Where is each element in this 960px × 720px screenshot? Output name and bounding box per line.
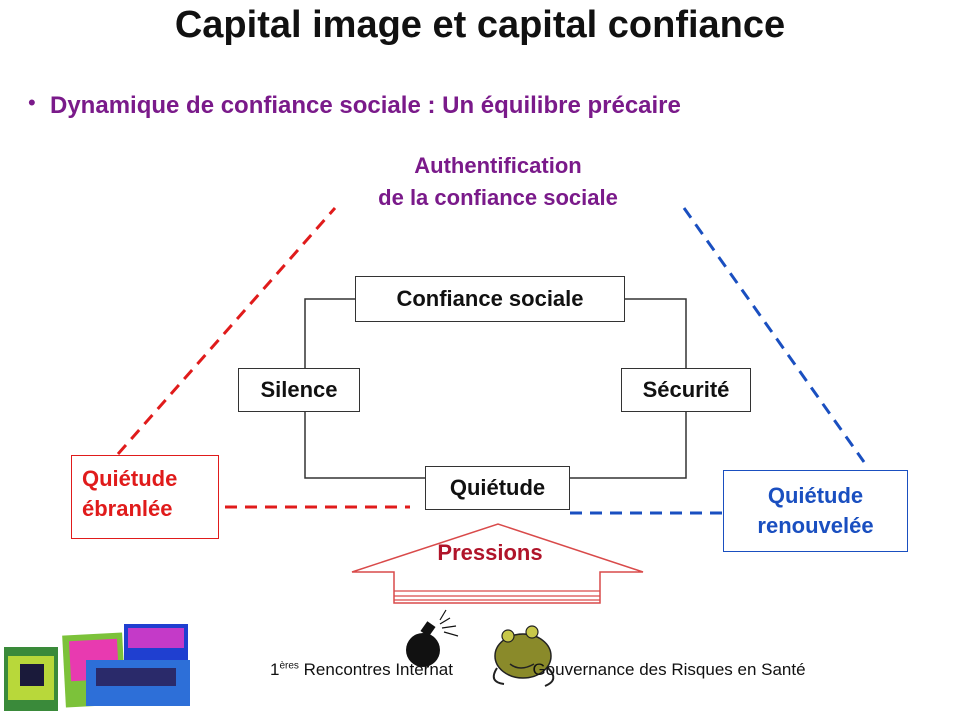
box-silence: Silence — [238, 368, 360, 412]
bullet-icon: • — [28, 90, 36, 115]
left-state-line2: ébranlée — [82, 496, 173, 521]
footer-text: 1ères Rencontres Internat Gouvernance de… — [270, 660, 806, 680]
right-state-line1: Quiétude — [767, 483, 864, 508]
footer-text-left: Rencontres Internat — [303, 660, 453, 679]
page-title: Capital image et capital confiance — [174, 4, 786, 46]
left-state-line1: Quiétude — [82, 466, 178, 491]
footer-superscript: ères — [279, 660, 299, 672]
box-securite: Sécurité — [621, 368, 751, 412]
right-state-line2: renouvelée — [757, 513, 874, 538]
quietude-renouvelee-box: Quiétude renouvelée — [723, 470, 908, 552]
bomb-icon — [406, 609, 459, 667]
frog-icon — [492, 625, 555, 687]
pressure-label: Pressions — [437, 540, 543, 565]
authentication-line1: Authentification — [414, 153, 582, 178]
box-confiance-sociale: Confiance sociale — [355, 276, 625, 322]
authentication-line2: de la confiance sociale — [378, 185, 618, 210]
red-dashed-diagonal — [116, 207, 337, 455]
authentication-label: Authentification de la confiance sociale — [300, 150, 696, 214]
box-quietude: Quiétude — [425, 466, 570, 510]
footer-text-right: Gouvernance des Risques en Santé — [532, 660, 806, 679]
quietude-ebranlee-box: Quiétude ébranlée — [71, 455, 219, 539]
blue-dashed-diagonal — [682, 207, 866, 463]
pressure-arrow — [351, 523, 644, 604]
slide-subtitle: Dynamique de confiance sociale : Un équi… — [50, 92, 681, 119]
logo-collage — [4, 624, 190, 711]
footer-number: 1 — [270, 660, 280, 679]
